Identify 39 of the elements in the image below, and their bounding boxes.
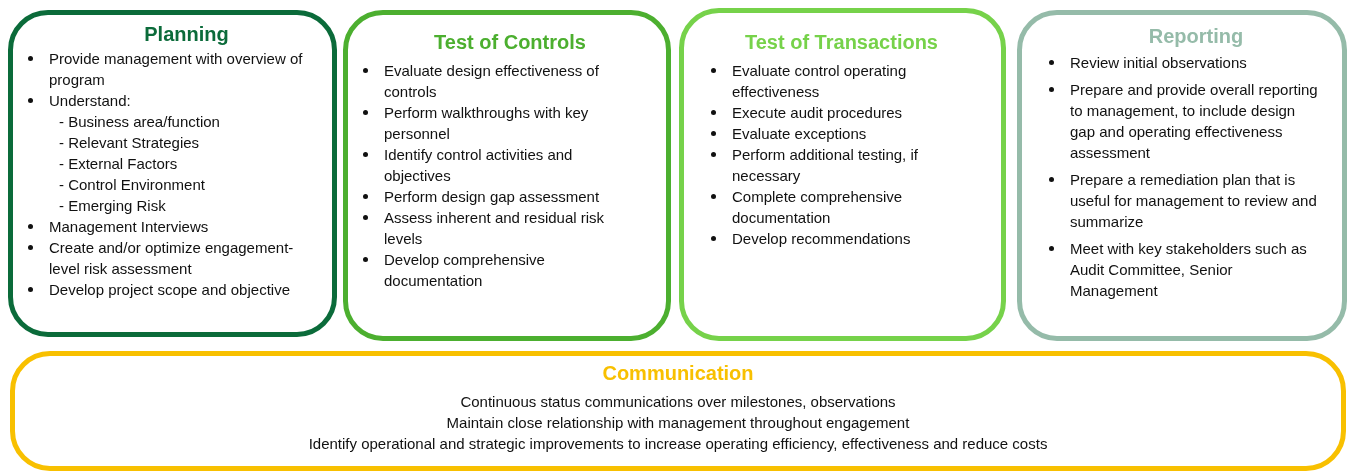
bullet-item: Evaluate design effectiveness of controls	[384, 60, 636, 102]
sub-item: - Emerging Risk	[58, 196, 167, 216]
sub-item: - Business area/function	[58, 112, 221, 132]
phase-heading: Communication	[601, 362, 755, 385]
bullet-item: Provide management with overview of program	[49, 48, 324, 90]
bullet-item: Execute audit procedures	[732, 102, 951, 123]
bullet-item: Assess inherent and residual risk levels	[384, 207, 636, 249]
phase-card	[343, 10, 671, 341]
communication-panel	[10, 351, 1346, 471]
phase-card	[8, 10, 337, 337]
bullet-item: Perform design gap assessment	[384, 186, 636, 207]
bullet-item: Understand:	[49, 90, 324, 111]
bullet-item: Develop comprehensive documentation	[384, 249, 636, 291]
bullet-item: Prepare a remediation plan that is useful for management to review and summarize	[1070, 169, 1322, 232]
bullet-item: Perform walkthroughs with key personnel	[384, 102, 636, 144]
bullet-item: Perform additional testing, if necessary	[732, 144, 951, 186]
bullet-item: Develop project scope and objective	[49, 279, 324, 300]
bullet-item: Review initial observations	[1070, 52, 1322, 73]
bullet-item: Develop recommendations	[732, 228, 951, 249]
bullet-item: Identify control activities and objectives	[384, 144, 636, 186]
bullet-item: Complete comprehensive documentation	[732, 186, 951, 228]
bullet-item: Create and/or optimize engagement-level risk assessment	[49, 237, 324, 279]
description-line: Continuous status communications over milestones, observations	[459, 392, 897, 412]
bullet-item: Management Interviews	[49, 216, 324, 237]
phase-heading: Test of Transactions	[744, 31, 939, 54]
bullet-item: Evaluate control operating effectiveness	[732, 60, 951, 102]
phase-card	[1017, 10, 1347, 341]
sub-item: - External Factors	[58, 154, 179, 174]
phase-heading: Test of Controls	[433, 31, 587, 54]
description-line: Identify operational and strategic improvements to increase operating efficiency, effectiveness and reduce costs	[307, 434, 1049, 454]
description-line: Maintain close relationship with management throughout engagement	[445, 413, 911, 433]
phase-heading: Planning	[143, 23, 230, 46]
sub-item: - Relevant Strategies	[58, 133, 201, 153]
phase-card	[679, 8, 1006, 341]
sub-item: - Control Environment	[58, 175, 206, 195]
bullet-item: Meet with key stakeholders such as Audit Committee, Senior Management	[1070, 238, 1322, 301]
bullet-item: Evaluate exceptions	[732, 123, 951, 144]
bullet-item: Prepare and provide overall reporting to management, to include design gap and operating effectiveness assessment	[1070, 79, 1322, 163]
phase-heading: Reporting	[1147, 25, 1245, 48]
